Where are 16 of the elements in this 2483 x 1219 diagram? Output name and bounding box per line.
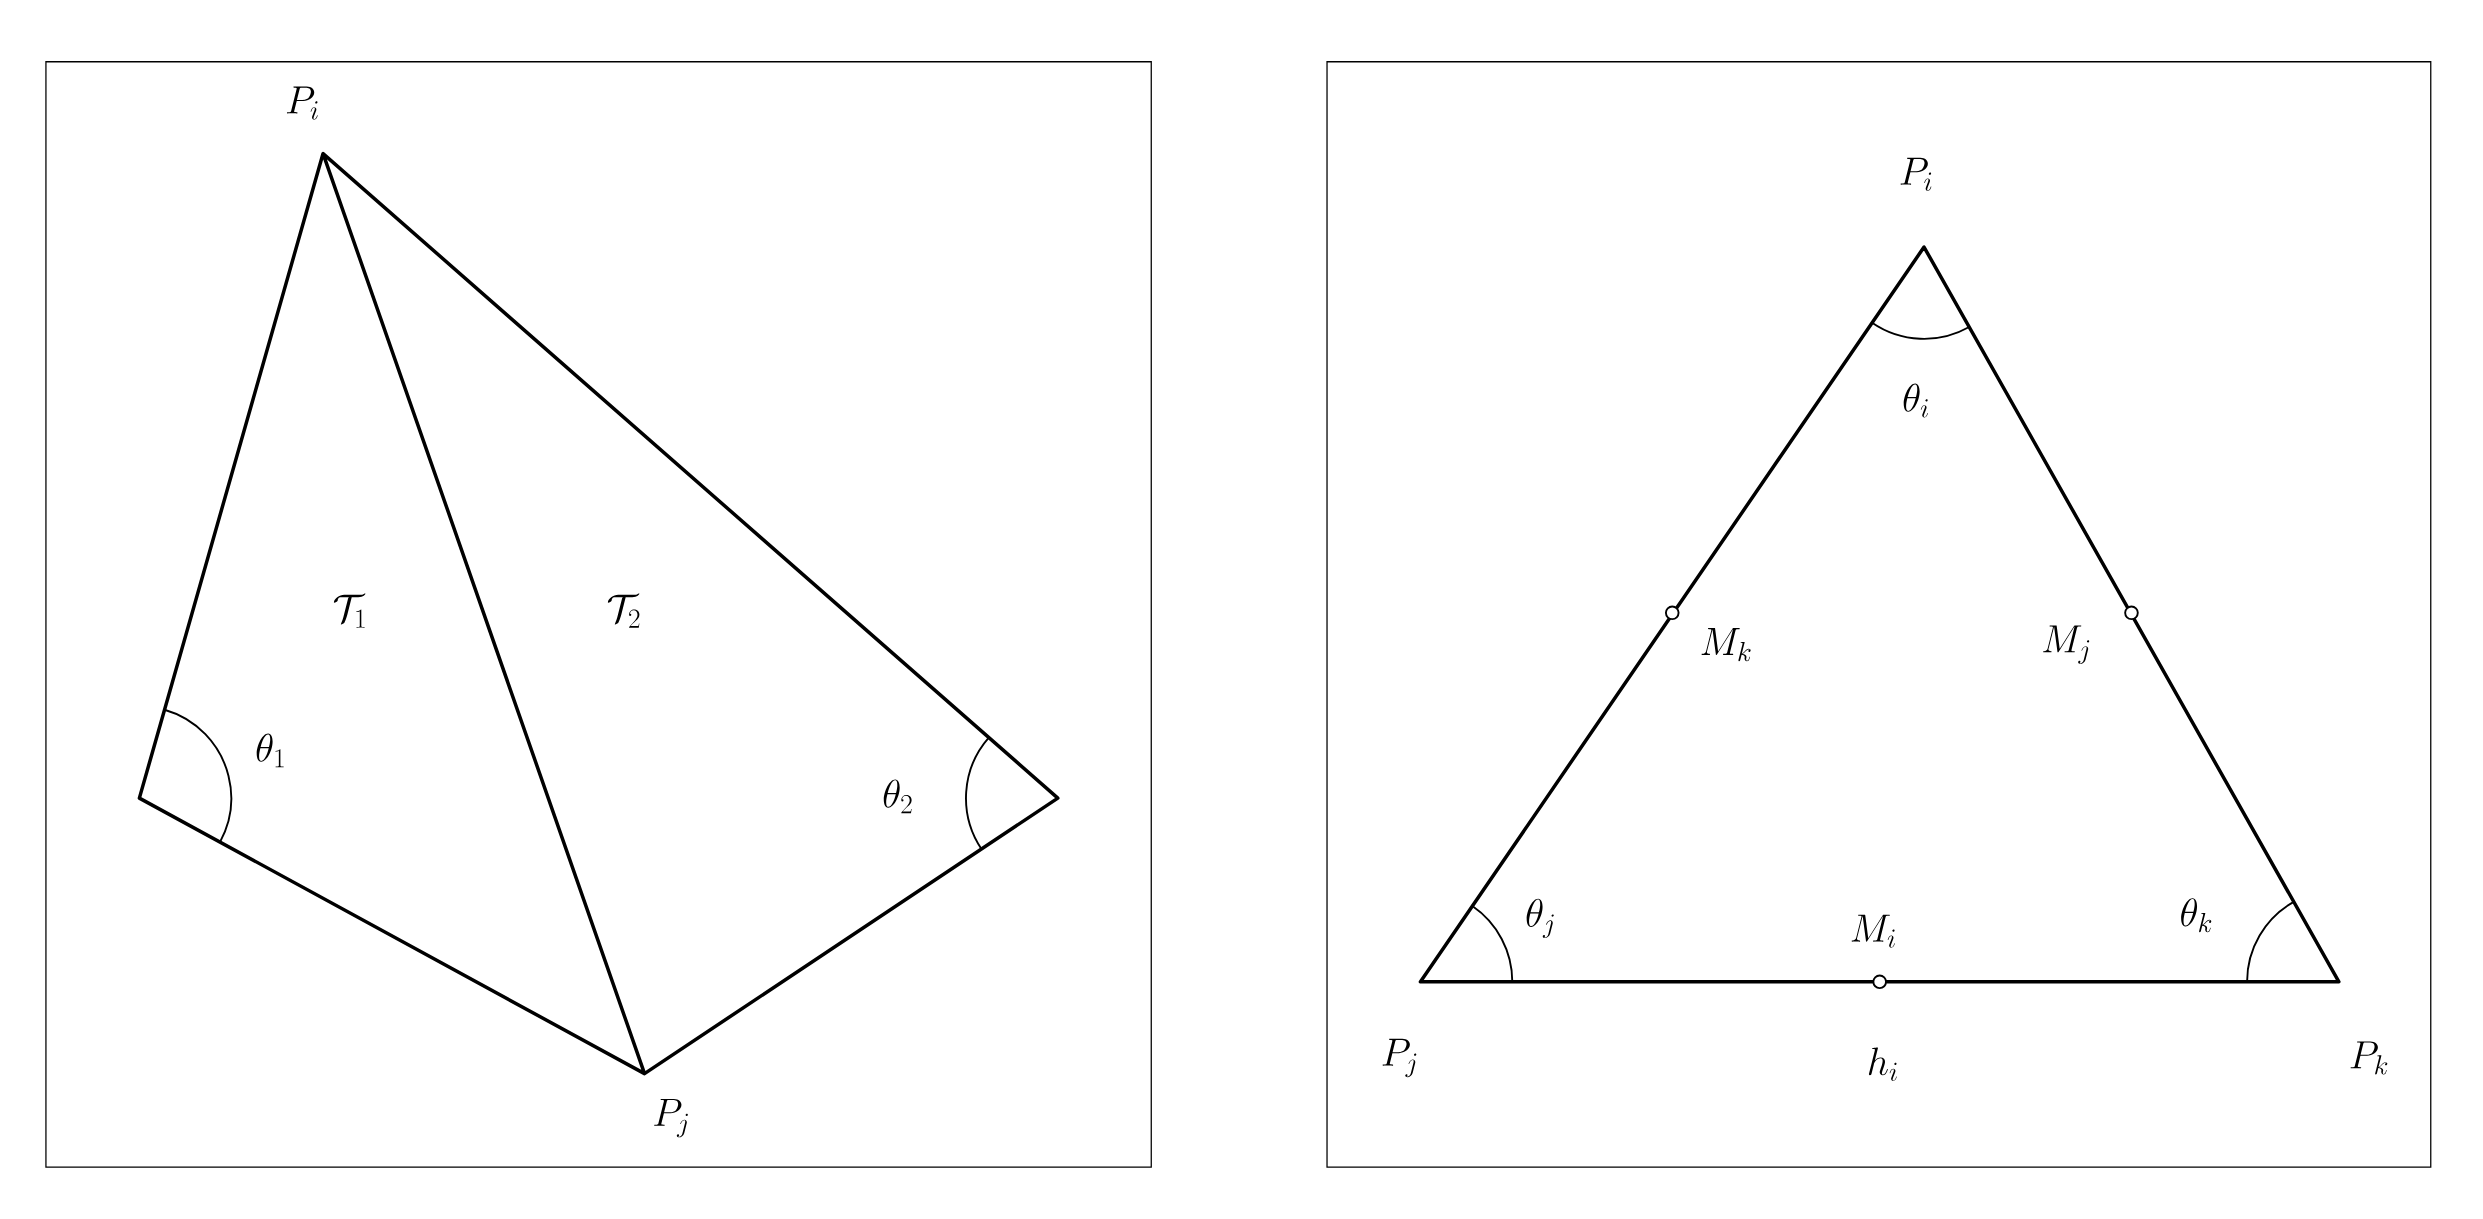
math-label: $\theta_k$ bbox=[2181, 898, 2212, 933]
math-label: $\mathcal{T}_1$ bbox=[333, 593, 366, 628]
math-label: $\theta_1$ bbox=[256, 733, 284, 768]
math-label: $h_i$ bbox=[1868, 1047, 1897, 1081]
math-label: $M_k$ bbox=[1701, 627, 1751, 662]
math-label: $\theta_2$ bbox=[883, 779, 912, 813]
math-label: $P_j$ bbox=[1382, 1038, 1417, 1077]
math-label: $\theta_j$ bbox=[1526, 898, 1554, 938]
math-label: $M_j$ bbox=[2043, 625, 2090, 664]
math-label: $P_k$ bbox=[2350, 1041, 2388, 1075]
math-label: $\theta_i$ bbox=[1903, 383, 1928, 418]
math-label: $\mathcal{T}_2$ bbox=[607, 593, 640, 628]
math-label: $P_i$ bbox=[286, 86, 318, 120]
math-label: $P_j$ bbox=[654, 1098, 688, 1138]
math-label: $P_i$ bbox=[1900, 157, 1932, 191]
math-label: $M_i$ bbox=[1851, 914, 1895, 948]
